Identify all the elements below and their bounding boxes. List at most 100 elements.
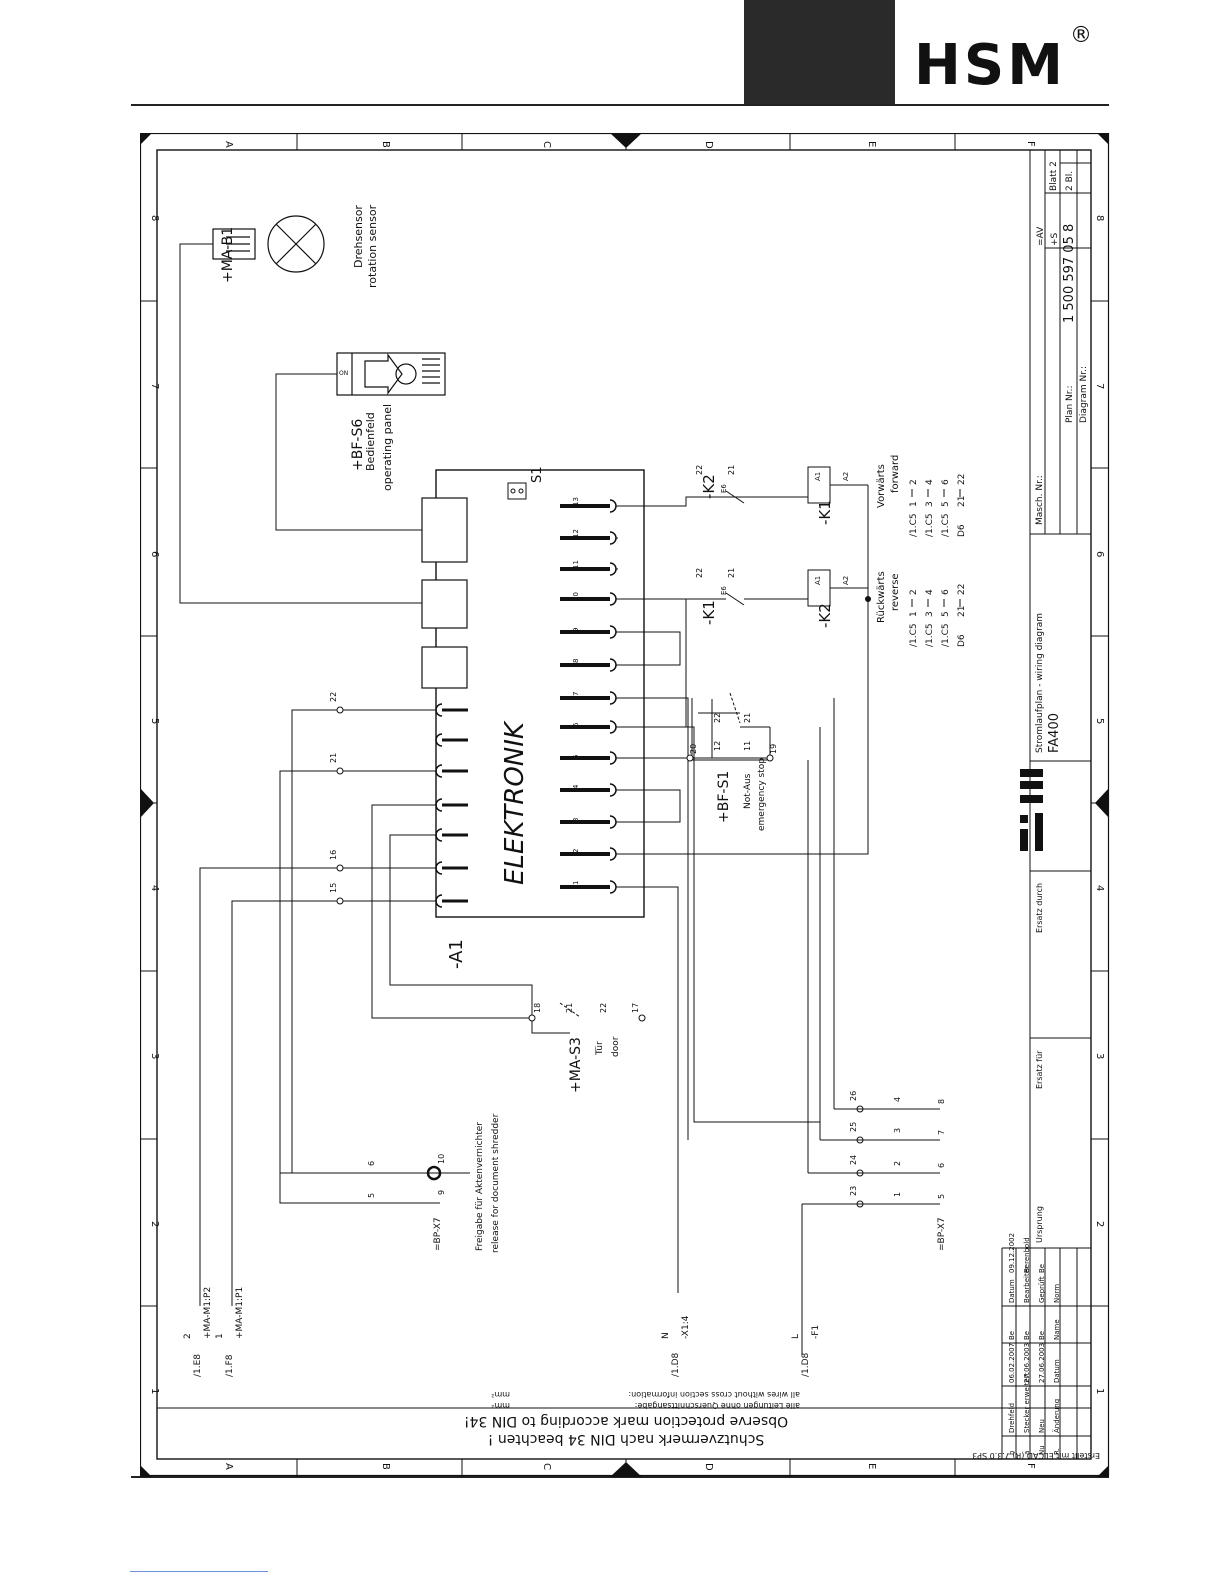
k1-t1: 22 — [695, 568, 704, 578]
row-label: 7 — [149, 383, 160, 389]
bp-bot-core1: 1 — [893, 1192, 902, 1197]
k2-coil-id: -K2 — [816, 603, 834, 628]
wire-unit-2: mm² — [491, 1390, 510, 1399]
col-label: D — [703, 1463, 714, 1471]
tb-title: Stromlaufplan - wiring diagram — [1035, 613, 1045, 753]
sensor-de: Drehsensor — [352, 205, 365, 268]
ref-f8-num: 1 — [215, 1333, 225, 1339]
col-label: F — [1025, 141, 1036, 147]
k2-contact-k1-coil — [686, 466, 869, 599]
bp-bot-wires — [801, 698, 940, 1355]
tb-masch: Masch. Nr.: — [1035, 475, 1045, 525]
controller-left-pin — [435, 861, 468, 875]
contact-ref: /1.C5 — [925, 513, 935, 537]
col-label: D — [703, 141, 714, 149]
grid-ticks — [140, 133, 1109, 1477]
header-rule — [131, 104, 1109, 106]
door-switch — [442, 1002, 581, 1174]
footer-rule — [131, 1476, 1109, 1478]
door-t22: 22 — [599, 1003, 608, 1013]
left-wires — [199, 709, 533, 1306]
wire-panel — [275, 373, 422, 531]
pin-number: 9 — [572, 628, 580, 632]
row-label: 2 — [149, 1221, 160, 1227]
controller-bottom-pin — [560, 531, 618, 545]
ref-e8: /1.E8 — [193, 1354, 203, 1377]
wire-unit-1: mm² — [491, 1401, 510, 1410]
panel-on-text: ON — [339, 370, 348, 377]
k2-a1: A1 — [814, 576, 822, 585]
wire-22: 22 — [329, 692, 338, 702]
bp-bot-core3: 3 — [893, 1128, 902, 1133]
signoff-value: Be — [1038, 1264, 1046, 1273]
operating-panel — [336, 352, 446, 396]
hsm-logo: HSM® — [914, 23, 1095, 98]
connector-panel — [421, 497, 468, 563]
connector-spare — [421, 646, 468, 689]
wire-23: 23 — [849, 1186, 858, 1196]
row-label: 4 — [149, 885, 160, 891]
door-id: +MA-S3 — [568, 1037, 584, 1093]
tb-diagram: Diagram Nr.: — [1079, 366, 1089, 423]
wire-21: 21 — [329, 753, 338, 763]
controller-left-pins — [435, 703, 468, 908]
revision-cell: Datum — [1053, 1359, 1061, 1383]
pin-number: 11 — [572, 560, 580, 569]
ref-n-num: N — [661, 1332, 671, 1339]
pin-number: 1 — [572, 881, 580, 885]
k1-a1: A1 — [814, 472, 822, 481]
revision-cell: Name — [1053, 1319, 1061, 1340]
contact-ref: /1.C5 — [941, 623, 951, 647]
contact-num: 6 — [941, 589, 951, 595]
note-en: Observe protection mark according to DIN… — [464, 1413, 788, 1429]
estop-switch — [691, 692, 771, 761]
controller-id: -A1 — [446, 939, 467, 969]
tb-ersatz-durch: Ersatz durch — [1035, 883, 1044, 933]
controller-left-pin — [435, 798, 468, 812]
col-label: B — [380, 1463, 391, 1470]
note-de: Schutzvermerk nach DIN 34 beachten ! — [488, 1431, 764, 1447]
contact-num: 22 — [957, 584, 967, 595]
controller-left-pin — [435, 703, 468, 717]
wire-24: 24 — [849, 1155, 858, 1165]
tb-bl: 2 Bl. — [1065, 171, 1075, 191]
ref-l-num: L — [791, 1334, 801, 1339]
revision-cell: Be — [1023, 1331, 1031, 1340]
pin-number: 7 — [572, 692, 580, 696]
tb-ursprung: Ursprung — [1035, 1206, 1044, 1243]
k1-a2: A2 — [842, 472, 850, 481]
reverse-de: Rückwärts — [876, 571, 887, 623]
ref-l-label: -F1 — [811, 1325, 821, 1339]
k2-t2: 21 — [727, 465, 736, 475]
contact-ref: /1.C5 — [941, 513, 951, 537]
ref-l: /1.D8 — [801, 1352, 811, 1377]
bp-top-wires — [279, 1172, 440, 1204]
controller-bottom-pins — [560, 499, 618, 894]
tb-plan: Plan Nr.: — [1065, 385, 1075, 423]
contact-ref: D6 — [957, 524, 967, 537]
estop-w19: 19 — [769, 744, 778, 754]
ref-n: /1.D8 — [671, 1352, 681, 1377]
controller-bottom-pin — [560, 815, 618, 829]
ref-f8-label: +MA-M1:P1 — [235, 1287, 245, 1339]
wire-16: 16 — [329, 850, 338, 860]
col-label: A — [223, 1463, 234, 1470]
rotation-sensor — [212, 215, 325, 273]
pin-number: 8 — [572, 659, 580, 663]
k2-t1: 22 — [695, 465, 704, 475]
contact-num: 2 — [909, 589, 919, 595]
tb-s: +S — [1050, 232, 1060, 246]
ref-f8: /1.F8 — [225, 1354, 235, 1377]
revision-cell: Stecker erweitert — [1023, 1372, 1031, 1433]
revision-cell: Drehfeld — [1008, 1403, 1016, 1433]
pin-number: 5 — [572, 755, 580, 759]
tb-hsm-logo — [1020, 769, 1043, 851]
estop-t22: 22 — [713, 713, 722, 723]
header-dark-block — [744, 0, 895, 104]
sensor-id: +MA-B1 — [220, 227, 236, 283]
panel-id: +BF-S6 — [350, 419, 366, 471]
tb-number: 1 500 597 05 8 — [1062, 224, 1077, 323]
row-label: 8 — [149, 215, 160, 221]
contact-ref: D6 — [957, 634, 967, 647]
